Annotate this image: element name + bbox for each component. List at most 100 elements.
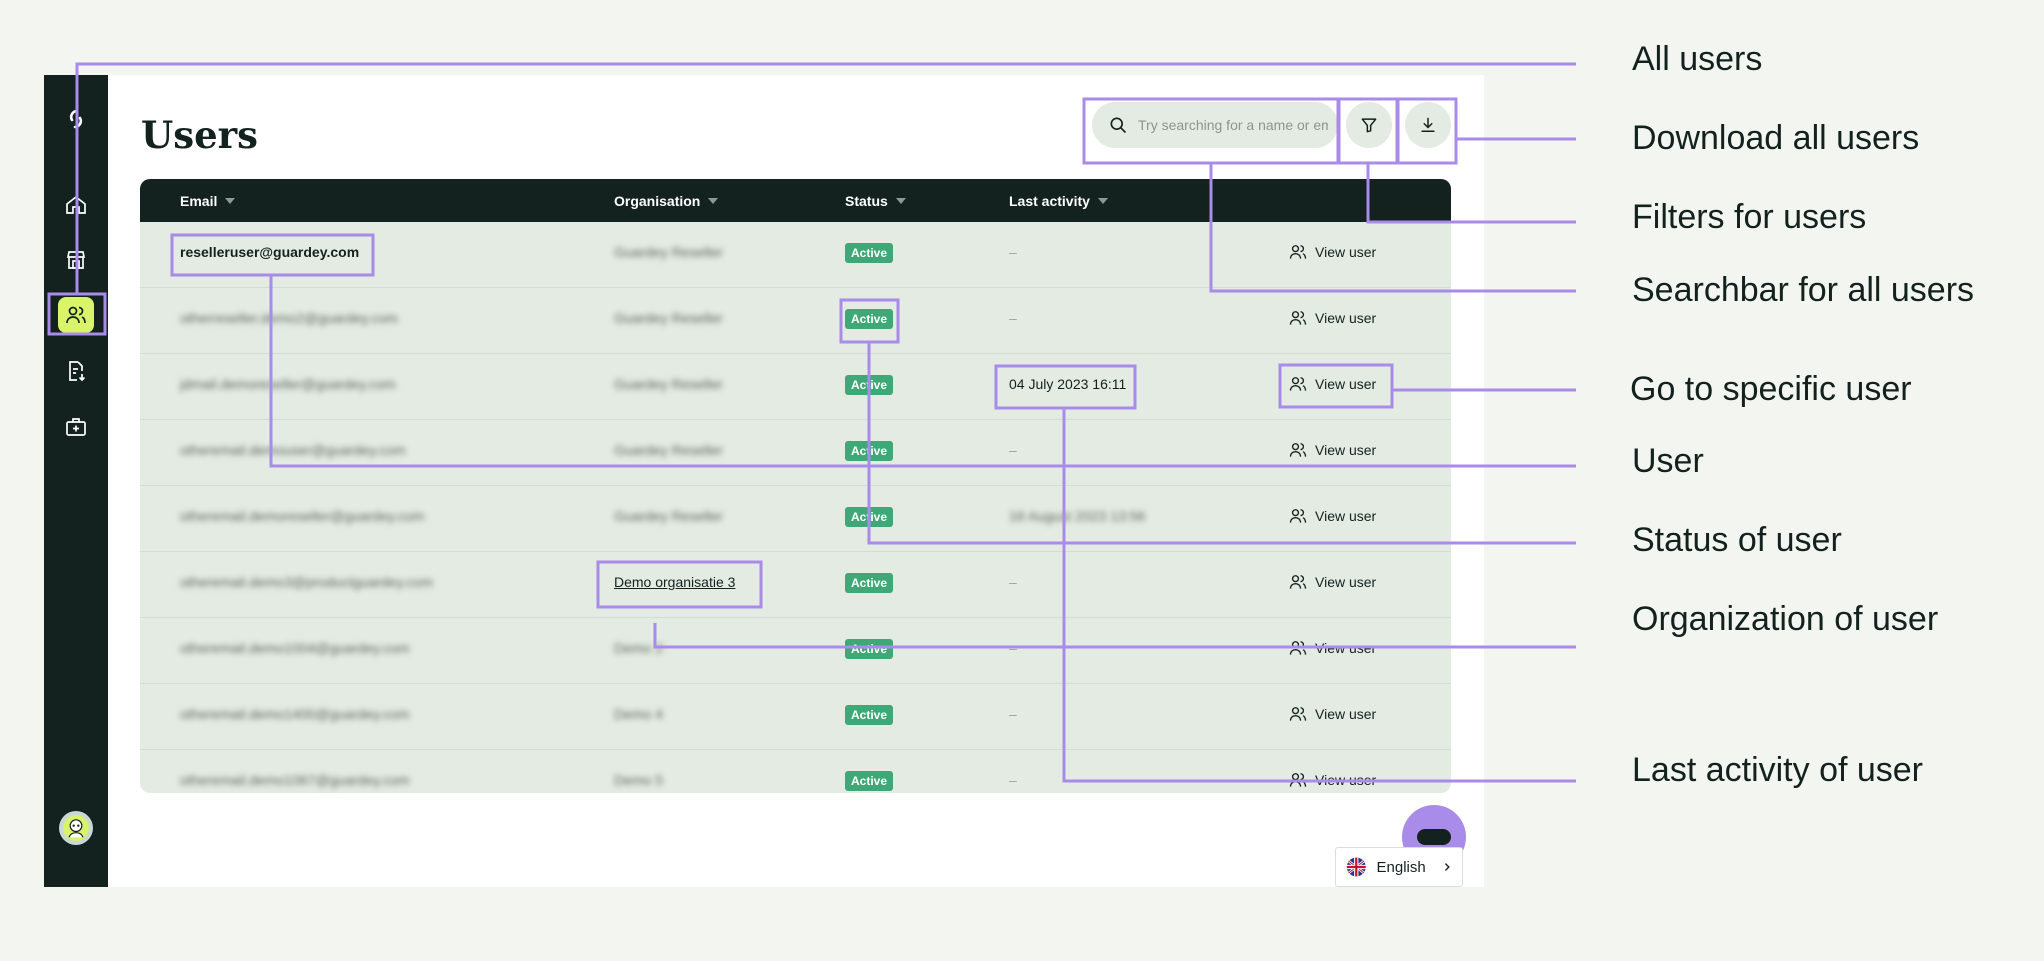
shop-icon[interactable] (58, 242, 94, 278)
view-user-button[interactable]: View user (1288, 770, 1376, 790)
user-icon (1289, 311, 1307, 325)
user-email: jdmail.demoreseller@guardey.com (180, 376, 396, 392)
uk-flag-icon (1346, 857, 1366, 877)
sort-caret-icon (225, 198, 236, 204)
user-email: otheremail.demo3@productguardey.com (180, 574, 433, 590)
view-user-button[interactable]: View user (1288, 308, 1376, 328)
view-user-button[interactable]: View user (1288, 638, 1376, 658)
column-header-status[interactable]: Status (845, 193, 906, 209)
status-badge: Active (845, 441, 894, 461)
table-row: otherreseller.demo2@guardey.com Guardey R… (140, 288, 1451, 354)
view-user-label: View user (1315, 640, 1377, 656)
last-activity: – (1009, 772, 1017, 788)
last-activity: 18 August 2023 13:56 (1009, 508, 1146, 524)
view-user-button[interactable]: View user (1288, 704, 1376, 724)
users-icon[interactable] (58, 297, 94, 333)
user-organisation: Guardey Reseller (614, 244, 723, 260)
user-organisation: Guardey Reseller (614, 442, 723, 458)
search-icon (1110, 117, 1127, 134)
column-header-email[interactable]: Email (180, 193, 236, 209)
user-organisation: Demo 5 (614, 772, 664, 788)
user-email: otheremail.demo1004@guardey.com (180, 640, 410, 656)
view-user-label: View user (1315, 376, 1377, 392)
annotation-download: Download all users (1632, 119, 1920, 157)
search-bar[interactable] (1092, 102, 1338, 148)
page-title: Users (141, 113, 258, 157)
user-email: otheremail.demouser@guardey.com (180, 442, 406, 458)
filter-icon (1361, 118, 1377, 133)
sort-caret-icon (895, 198, 906, 204)
users-table: Email Organisation Status Last activity … (140, 179, 1451, 793)
avatar[interactable] (59, 811, 93, 845)
user-icon (1289, 707, 1307, 721)
table-row: reselleruser@guardey.com Guardey Reseller… (140, 222, 1451, 288)
column-header-label: Organisation (614, 193, 701, 209)
view-user-button[interactable]: View user (1288, 506, 1376, 526)
annotation-go-to-user: Go to specific user (1630, 370, 1912, 408)
chevron-right-icon (1444, 863, 1450, 871)
last-activity: – (1009, 244, 1017, 260)
annotation-last-activity: Last activity of user (1632, 751, 1924, 789)
column-header-label: Last activity (1009, 193, 1090, 209)
user-icon (1289, 377, 1307, 391)
status-badge: Active (845, 309, 894, 329)
user-email: reselleruser@guardey.com (180, 244, 360, 260)
annotation-filters: Filters for users (1632, 198, 1867, 236)
view-user-label: View user (1315, 574, 1377, 590)
column-header-organisation[interactable]: Organisation (614, 193, 719, 209)
annotation-user: User (1632, 442, 1704, 480)
user-organisation: Guardey Reseller (614, 508, 723, 524)
view-user-label: View user (1315, 442, 1377, 458)
user-organisation: Guardey Reseller (614, 310, 723, 326)
download-icon (1421, 117, 1435, 132)
user-email: otheremail.demo1067@guardey.com (180, 772, 410, 788)
column-header-last-activity[interactable]: Last activity (1009, 193, 1108, 209)
last-activity: – (1009, 442, 1017, 458)
user-icon (1289, 641, 1307, 655)
view-user-button[interactable]: View user (1288, 572, 1376, 592)
language-selector[interactable]: English (1335, 847, 1463, 887)
sort-caret-icon (708, 198, 719, 204)
user-organisation: Guardey Reseller (614, 376, 723, 392)
table-row: otheremail.demo3@productguardey.com Demo … (140, 552, 1451, 618)
view-user-button[interactable]: View user (1288, 440, 1376, 460)
status-badge: Active (845, 771, 894, 791)
last-activity: – (1009, 574, 1017, 590)
view-user-label: View user (1315, 244, 1377, 260)
view-user-label: View user (1315, 706, 1377, 722)
app-window: Users Email Organisation Status Last act… (44, 75, 1484, 887)
user-email: otheremail.demoreseller@guardey.com (180, 508, 425, 524)
download-button[interactable] (1405, 102, 1451, 148)
logo-icon[interactable] (58, 101, 94, 137)
last-activity: 04 July 2023 16:11 (1009, 376, 1127, 392)
home-icon[interactable] (58, 187, 94, 223)
user-icon (1289, 443, 1307, 457)
column-header-label: Email (180, 193, 218, 209)
search-input[interactable] (1138, 117, 1328, 133)
table-row: otheremail.demoreseller@guardey.com Guard… (140, 486, 1451, 552)
filter-button[interactable] (1346, 102, 1392, 148)
user-icon (1289, 509, 1307, 523)
user-email: otherreseller.demo2@guardey.com (180, 310, 398, 326)
view-user-button[interactable]: View user (1288, 242, 1376, 262)
document-download-icon[interactable] (58, 353, 94, 389)
user-organisation: Demo 4 (614, 706, 664, 722)
annotation-all-users: All users (1632, 40, 1763, 78)
user-icon (1289, 245, 1307, 259)
status-badge: Active (845, 639, 894, 659)
user-icon (1289, 773, 1307, 787)
status-badge: Active (845, 375, 894, 395)
language-label: English (1376, 858, 1426, 876)
first-aid-kit-icon[interactable] (58, 409, 94, 445)
user-icon (1289, 575, 1307, 589)
view-user-button[interactable]: View user (1288, 374, 1376, 394)
table-row: otheremail.demouser@guardey.com Guardey R… (140, 420, 1451, 486)
last-activity: – (1009, 310, 1017, 326)
status-badge: Active (845, 573, 894, 593)
user-organisation[interactable]: Demo organisatie 3 (614, 574, 736, 590)
status-badge: Active (845, 507, 894, 527)
annotation-status: Status of user (1632, 521, 1842, 559)
sort-caret-icon (1097, 198, 1108, 204)
view-user-label: View user (1315, 310, 1377, 326)
